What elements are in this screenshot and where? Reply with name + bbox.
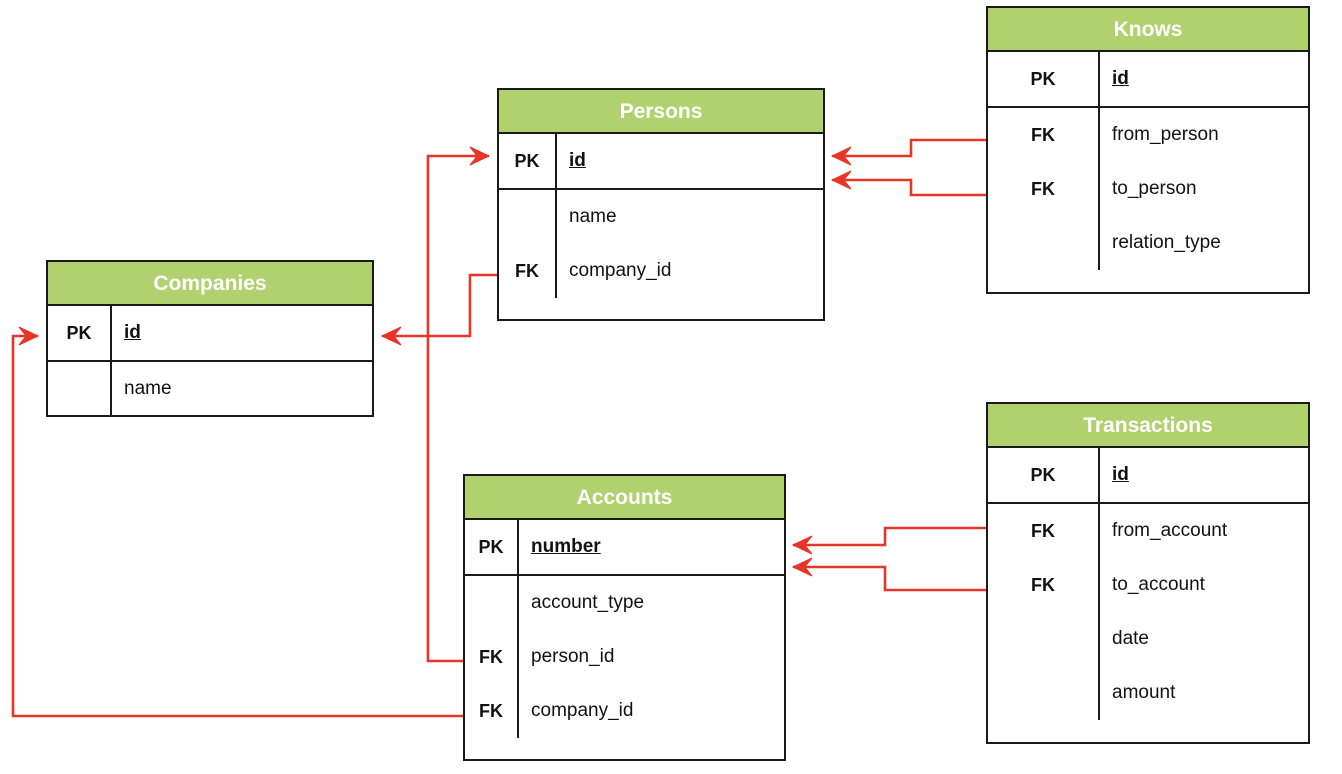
key-column-divider (555, 134, 557, 188)
field-row-transactions-from_account[interactable]: FK from_account (988, 504, 1308, 558)
field-name-persons-name: name (569, 206, 617, 227)
relationship-line (793, 565, 986, 592)
relationship-arrowhead (791, 557, 813, 577)
relationship-line (382, 273, 497, 338)
field-name-transactions-date: date (1112, 628, 1149, 649)
section-padding (988, 270, 1308, 284)
field-row-transactions-date[interactable]: date (988, 612, 1308, 666)
field-row-accounts-account_type[interactable]: account_type (465, 576, 784, 630)
key-column-divider (1098, 504, 1100, 720)
field-row-accounts-company_id[interactable]: FK company_id (465, 684, 784, 738)
section-padding (499, 298, 823, 312)
key-marker-transactions-to_account: FK (1031, 574, 1055, 595)
field-row-knows-relation_type[interactable]: relation_type (988, 216, 1308, 270)
key-column-divider (517, 576, 519, 738)
primary-key-section-accounts: PK number (465, 520, 784, 576)
relationship-knows-to-person-to-persons (830, 170, 986, 197)
field-name-accounts-number: number (531, 536, 601, 557)
key-marker-transactions-from_account: FK (1031, 520, 1055, 541)
field-name-transactions-to_account: to_account (1112, 574, 1205, 595)
field-row-knows-id[interactable]: PK id (988, 52, 1308, 106)
field-name-companies-name: name (124, 378, 172, 399)
section-padding (988, 720, 1308, 734)
key-marker-companies-id: PK (66, 322, 92, 343)
entity-title-accounts: Accounts (465, 476, 784, 520)
field-row-accounts-person_id[interactable]: FK person_id (465, 630, 784, 684)
relationship-transactions-to-account-to-accounts (791, 557, 986, 592)
field-row-transactions-id[interactable]: PK id (988, 448, 1308, 502)
key-marker-knows-to_person: FK (1031, 178, 1055, 199)
relationship-knows-from-person-to-persons (830, 138, 986, 166)
attribute-section-companies: name (48, 362, 372, 430)
field-row-accounts-number[interactable]: PK number (465, 520, 784, 574)
key-marker-persons-id: PK (514, 150, 540, 171)
field-name-persons-company_id: company_id (569, 260, 672, 281)
field-row-persons-name[interactable]: name (499, 190, 823, 244)
field-name-knows-id: id (1112, 68, 1129, 89)
key-marker-knows-id: PK (1030, 68, 1056, 89)
section-padding (48, 416, 372, 430)
primary-key-section-transactions: PK id (988, 448, 1308, 504)
key-marker-accounts-person_id: FK (479, 646, 503, 667)
key-column-divider (1098, 108, 1100, 270)
relationship-arrowhead (830, 170, 852, 190)
key-column-divider (517, 520, 519, 574)
field-row-persons-id[interactable]: PK id (499, 134, 823, 188)
entity-title-persons: Persons (499, 90, 823, 134)
field-row-knows-from_person[interactable]: FK from_person (988, 108, 1308, 162)
field-name-knows-to_person: to_person (1112, 178, 1197, 199)
entity-title-companies: Companies (48, 262, 372, 306)
field-row-knows-to_person[interactable]: FK to_person (988, 162, 1308, 216)
key-marker-accounts-number: PK (478, 536, 504, 557)
relationship-arrowhead (830, 146, 852, 166)
entity-title-knows: Knows (988, 8, 1308, 52)
relationship-persons-company-id-to-companies (380, 273, 497, 346)
relationship-arrowhead (380, 326, 402, 346)
key-marker-knows-from_person: FK (1031, 124, 1055, 145)
field-name-accounts-person_id: person_id (531, 646, 615, 667)
relationship-arrowhead (469, 146, 491, 166)
field-row-transactions-amount[interactable]: amount (988, 666, 1308, 720)
field-name-transactions-id: id (1112, 464, 1129, 485)
field-name-companies-id: id (124, 322, 141, 343)
field-name-persons-id: id (569, 150, 586, 171)
section-padding (465, 738, 784, 752)
field-row-persons-company_id[interactable]: FK company_id (499, 244, 823, 298)
key-column-divider (110, 306, 112, 360)
key-column-divider (1098, 52, 1100, 106)
field-name-accounts-company_id: company_id (531, 700, 634, 721)
relationship-transactions-from-account-to-accounts (791, 526, 986, 555)
field-name-knows-relation_type: relation_type (1112, 232, 1221, 253)
key-column-divider (1098, 448, 1100, 502)
field-row-transactions-to_account[interactable]: FK to_account (988, 558, 1308, 612)
relationship-arrowhead (791, 535, 813, 555)
primary-key-section-companies: PK id (48, 306, 372, 362)
primary-key-section-persons: PK id (499, 134, 823, 190)
relationship-line (832, 178, 986, 197)
key-marker-transactions-id: PK (1030, 464, 1056, 485)
key-column-divider (555, 190, 557, 298)
field-row-companies-id[interactable]: PK id (48, 306, 372, 360)
relationship-arrowhead (18, 326, 40, 346)
field-name-transactions-amount: amount (1112, 682, 1176, 703)
field-name-transactions-from_account: from_account (1112, 520, 1228, 541)
field-name-accounts-account_type: account_type (531, 592, 645, 613)
relationship-line (832, 138, 986, 158)
field-name-knows-from_person: from_person (1112, 124, 1219, 145)
relationship-line (793, 526, 986, 547)
primary-key-section-knows: PK id (988, 52, 1308, 108)
entity-title-transactions: Transactions (988, 404, 1308, 448)
key-marker-persons-company_id: FK (515, 260, 539, 281)
field-row-companies-name[interactable]: name (48, 362, 372, 416)
key-marker-accounts-company_id: FK (479, 700, 503, 721)
